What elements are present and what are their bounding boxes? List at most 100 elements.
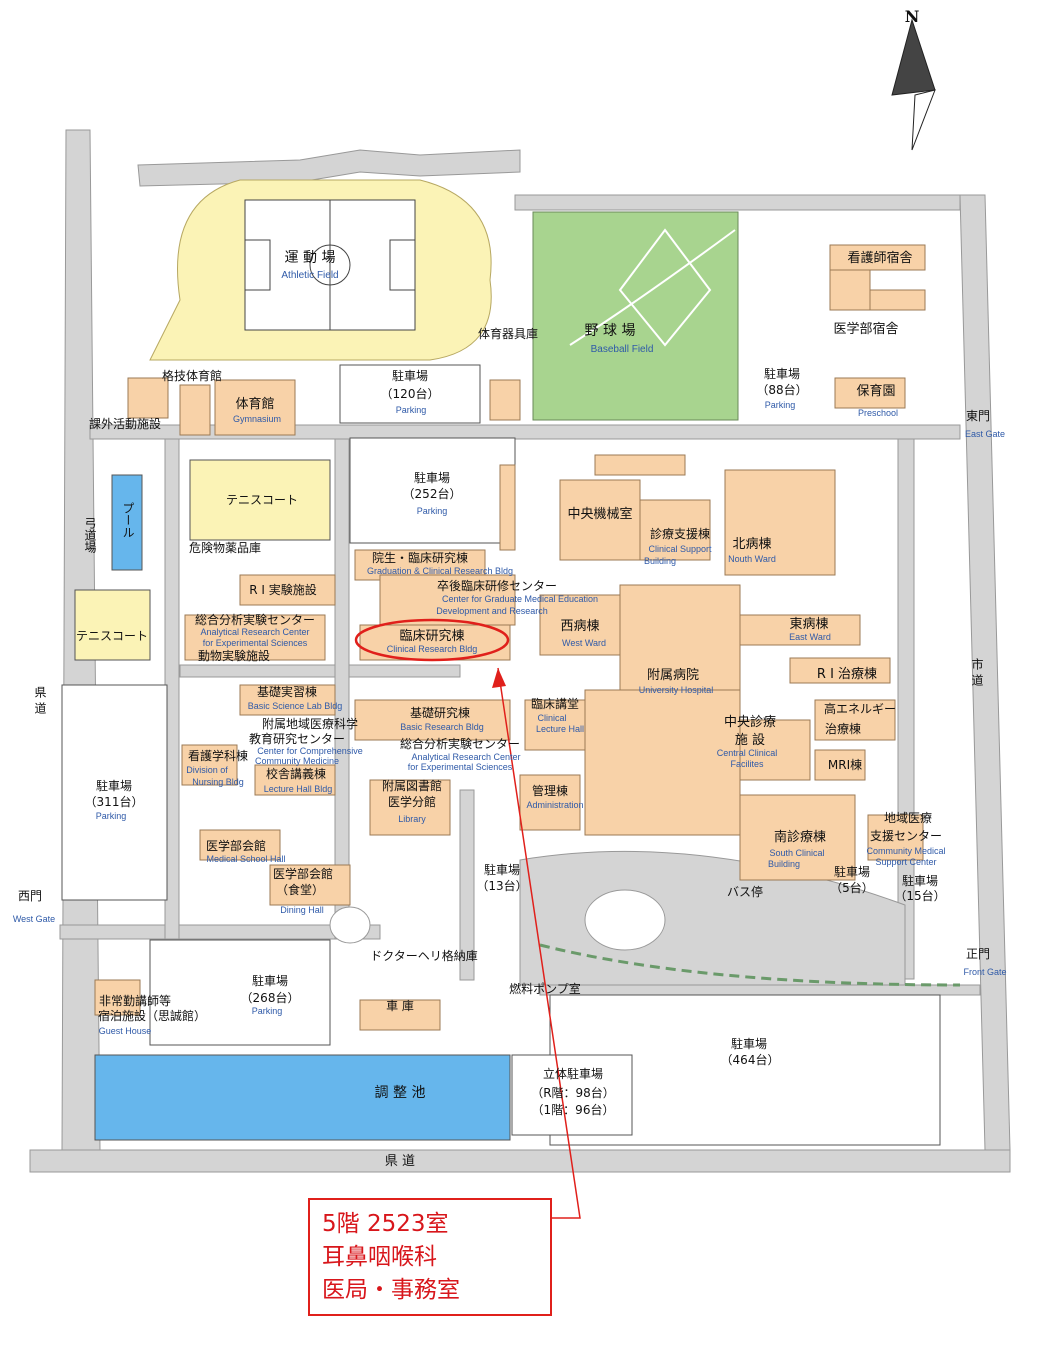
label-south-en2: Building — [768, 859, 800, 869]
label-park15-num: （15台） — [894, 888, 945, 903]
label-ri-ja: R I 実験施設 — [249, 582, 317, 597]
label-multi-r: （R階：98台） — [531, 1085, 615, 1100]
label-busstop-ja: バス停 — [727, 884, 763, 899]
label-east-en: East Ward — [789, 632, 831, 642]
label-park88-ja: 駐車場 — [764, 366, 800, 381]
label-pond-ja: 調 整 池 — [375, 1085, 426, 1101]
label-park5-ja: 駐車場 — [834, 864, 870, 879]
callout-pointer-arrowhead — [492, 668, 506, 688]
label-postgrad-en2: Development and Research — [436, 606, 548, 616]
label-nursing-en1: Division of — [186, 765, 228, 775]
label-grad-en: Graduation & Clinical Research Bldg — [367, 566, 513, 576]
baseball-field — [532, 211, 739, 421]
east-city-road — [959, 194, 1011, 1151]
label-clinres-en: Clinical Research Bldg — [387, 644, 478, 654]
label-library-en: Library — [398, 814, 426, 824]
label-highenergy-ja2: 治療棟 — [825, 721, 861, 736]
label-commsupport-ja1: 地域医療 — [884, 811, 932, 825]
label-park31-ja: 駐車場 — [96, 778, 132, 793]
label-west-ja: 西病棟 — [560, 619, 599, 634]
label-tennis2-ja: テニスコート — [76, 629, 148, 643]
label-martial-ja: 格技体育館 — [162, 368, 222, 383]
label-clinres-ja: 臨床研究棟 — [399, 629, 464, 644]
label-north-en: Nouth Ward — [728, 554, 776, 564]
label-clinsupport-ja: 診療支援棟 — [650, 526, 710, 541]
label-basicres-en: Basic Research Bldg — [400, 722, 484, 732]
label-clinlec-en2: Lecture Hall — [536, 724, 584, 734]
label-analysis1-en1: Analytical Research Center — [200, 627, 309, 637]
label-garage-ja: 車 庫 — [386, 999, 414, 1013]
label-hazard-ja: 危険物薬品庫 — [189, 541, 261, 555]
label-comm-ja1: 附属地域医療科学 — [262, 716, 358, 731]
label-archery-ja: 弓道場 — [83, 517, 97, 554]
label-analysis2-en2: for Experimental Sciences — [408, 762, 513, 772]
label-park31-num: （311台） — [85, 794, 144, 809]
parking-120 — [339, 364, 481, 424]
label-central-en1: Central Clinical — [717, 748, 778, 758]
label-clinsupport-en1: Clinical Support — [648, 544, 712, 554]
label-athletic-ja: 運 動 場 — [285, 250, 336, 266]
label-clinlec-en1: Clinical — [537, 713, 566, 723]
label-lecture-en: Lecture Hall Bldg — [264, 784, 333, 794]
label-postgrad-ja: 卒後臨床研修センター — [437, 578, 557, 593]
label-guest-ja1: 非常勤講師等 — [99, 993, 171, 1008]
tennis-court-north — [189, 459, 331, 541]
small-roundabout — [329, 906, 371, 944]
label-nursing-en2: Nursing Bldg — [192, 777, 244, 787]
label-commsupport-ja2: 支援センター — [870, 829, 942, 843]
label-park120-en: Parking — [396, 405, 427, 415]
label-library-ja1: 附属図書館 — [382, 778, 442, 793]
front-approach — [539, 984, 981, 996]
label-park5-num: （5台） — [830, 880, 874, 895]
label-city-road: 市 道 — [970, 657, 984, 686]
label-park88-num: （88台） — [756, 382, 807, 397]
label-park13-num: （13台） — [476, 878, 527, 893]
label-mri-ja: MRI棟 — [828, 757, 862, 772]
clinical-research-highlight — [354, 618, 510, 662]
label-pref-road-s: 県 道 — [385, 1154, 415, 1169]
label-park120-ja: 駐車場 — [392, 368, 428, 383]
label-dining-ja1: 医学部会館 — [273, 866, 333, 881]
label-park252-ja: 駐車場 — [414, 470, 450, 485]
label-clinlec-ja: 臨床講堂 — [531, 696, 579, 711]
label-med-dorm-ja: 医学部宿舎 — [833, 321, 898, 337]
label-gym-ja: 体育館 — [235, 396, 274, 412]
label-heli-ja: ドクターヘリ格納庫 — [370, 948, 478, 963]
label-riclinic-ja: R I 治療棟 — [817, 667, 877, 682]
label-guest-ja2: 宿泊施設（思誠館） — [98, 1008, 206, 1023]
label-univhosp-en: University Hospital — [639, 685, 714, 695]
label-tennis1-ja: テニスコート — [226, 493, 298, 507]
label-admin-en: Administration — [526, 800, 583, 810]
label-admin-ja: 管理棟 — [532, 783, 568, 798]
label-park252-en: Parking — [417, 506, 448, 516]
label-animal-ja: 動物実験施設 — [198, 648, 270, 663]
buildings — [94, 244, 926, 1031]
green-dashed-path — [539, 943, 961, 987]
label-gym-en: Gymnasium — [233, 414, 281, 424]
label-commsupport-en2: Support Center — [875, 857, 936, 867]
roundabout-island — [584, 889, 666, 951]
label-comm-ja2: 教育研究センター — [249, 731, 345, 746]
label-baseball-en: Baseball Field — [591, 344, 654, 355]
mid-ew-road — [179, 664, 461, 678]
inner-ns-road — [334, 438, 350, 940]
label-analysis1-ja: 総合分析実験センター — [195, 612, 315, 627]
label-park31-en: Parking — [96, 811, 127, 821]
label-central-en2: Facilites — [730, 759, 764, 769]
label-grad-ja: 院生・臨床研究棟 — [372, 550, 468, 565]
callout-department: 耳鼻咽喉科 — [322, 1244, 437, 1270]
label-south-ja: 南診療棟 — [774, 829, 826, 845]
label-park268-num: （268台） — [241, 990, 300, 1005]
label-west-en: West Ward — [562, 638, 606, 648]
compass-label: N — [905, 7, 920, 26]
main-ew-road — [89, 424, 961, 440]
label-univhosp-ja: 附属病院 — [647, 668, 699, 683]
label-fuel-ja: 燃料ポンプ室 — [509, 981, 581, 996]
label-multi-ja: 立体駐車場 — [543, 1066, 603, 1081]
label-frontgate-en: Front Gate — [963, 967, 1006, 977]
label-dining-en: Dining Hall — [280, 905, 324, 915]
label-analysis2-ja: 総合分析実験センター — [400, 736, 520, 751]
label-extracur-ja: 課外活動施設 — [89, 416, 161, 431]
label-guest-en: Guest House — [99, 1026, 152, 1036]
